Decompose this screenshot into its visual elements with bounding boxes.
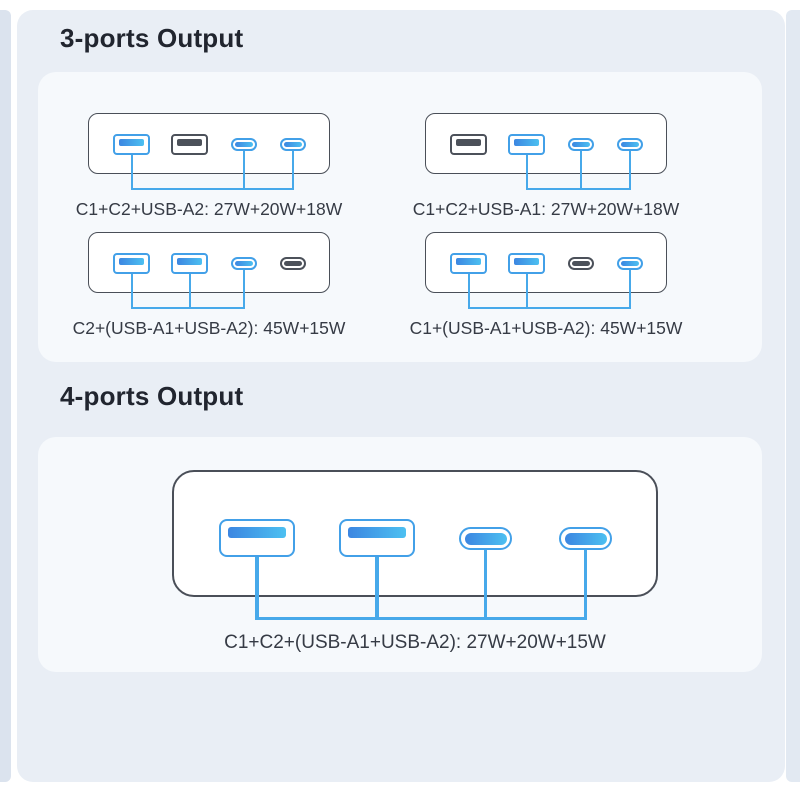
four-ports-card: C1+C2+(USB-A1+USB-A2): 27W+20W+15W: [38, 437, 762, 672]
usb-c-pin-bar: [235, 142, 253, 147]
connector-line-vertical: [255, 557, 259, 620]
charger-front-face: C1+C2+(USB-A1+USB-A2): 27W+20W+15W: [172, 470, 658, 653]
connector-line-vertical: [375, 557, 379, 620]
usb-c-port-1: [568, 257, 594, 270]
connector-line-horizontal: [130, 307, 245, 309]
usb-c-pin-bar: [621, 261, 639, 266]
usb-c-port-2: [617, 257, 643, 270]
usb-c-pin-bar: [284, 142, 302, 147]
connector-line-vertical: [483, 550, 488, 620]
usb-a-pin-bar: [177, 139, 202, 146]
usb-c-pin-bar: [572, 261, 590, 266]
usb-a-pin-bar: [119, 139, 144, 146]
charger-front-face: C1+C2+USB-A1: 27W+20W+18W: [413, 113, 679, 219]
section-title-3-ports: 3-ports Output: [60, 23, 244, 53]
usb-c-pin-bar: [464, 532, 507, 545]
usb-c-port-2: [280, 257, 306, 270]
connector-line-vertical: [130, 155, 133, 190]
usb-a-port-1: [113, 134, 150, 155]
usb-a-port-1: [113, 253, 150, 274]
usb-c-port-2: [559, 527, 612, 550]
charger-front-face: C2+(USB-A1+USB-A2): 45W+15W: [73, 232, 345, 338]
usb-c-pin-bar: [235, 261, 253, 266]
connector-line-vertical: [525, 155, 528, 190]
connector-line-vertical: [580, 151, 582, 190]
usb-c-pin-bar: [564, 532, 607, 545]
usb-a-port-2: [508, 134, 545, 155]
usb-a-pin-bar: [514, 258, 539, 265]
usb-a-port-1: [450, 253, 487, 274]
connector-line-vertical: [243, 270, 245, 309]
adjacent-slide-right-edge: [786, 10, 800, 782]
connector-line-horizontal: [467, 307, 631, 309]
usb-a-pin-bar: [456, 258, 481, 265]
output-combo-label: C1+C2+USB-A1: 27W+20W+18W: [412, 199, 680, 219]
connector-line-horizontal: [130, 188, 294, 190]
connector-line-vertical: [629, 151, 631, 190]
usb-c-port-2: [617, 138, 643, 151]
output-combo-label: C1+C2+USB-A2: 27W+20W+18W: [75, 199, 343, 219]
usb-c-port-1: [459, 527, 512, 550]
adjacent-slide-left-edge: [0, 10, 11, 782]
connector-line-vertical: [130, 274, 133, 309]
usb-a-pin-bar: [228, 527, 286, 538]
usb-a-port-2: [171, 134, 208, 155]
connector-line-vertical: [243, 151, 245, 190]
connector-line-vertical: [525, 274, 528, 309]
three-ports-card: C1+C2+USB-A2: 27W+20W+18W C1+C2+USB-A1: 2…: [38, 72, 762, 362]
usb-c-port-1: [568, 138, 594, 151]
usb-c-port-2: [280, 138, 306, 151]
usb-a-port-1: [450, 134, 487, 155]
connector-line-vertical: [467, 274, 470, 309]
connector-line-horizontal: [525, 188, 631, 190]
usb-a-pin-bar: [177, 258, 202, 265]
usb-c-port-1: [231, 138, 257, 151]
usb-a-port-2: [171, 253, 208, 274]
usb-a-pin-bar: [514, 139, 539, 146]
usb-a-pin-bar: [456, 139, 481, 146]
section-title-4-ports: 4-ports Output: [60, 381, 244, 411]
usb-a-port-2: [339, 519, 415, 557]
charger-front-face: C1+(USB-A1+USB-A2): 45W+15W: [410, 232, 682, 338]
usb-c-pin-bar: [572, 142, 590, 147]
usb-c-pin-bar: [284, 261, 302, 266]
usb-a-pin-bar: [119, 258, 144, 265]
output-combo-label: C1+C2+(USB-A1+USB-A2): 27W+20W+15W: [224, 632, 606, 653]
connector-line-vertical: [583, 550, 588, 620]
charger-front-face: C1+C2+USB-A2: 27W+20W+18W: [76, 113, 342, 219]
output-combo-label: C2+(USB-A1+USB-A2): 45W+15W: [72, 318, 346, 338]
usb-c-port-1: [231, 257, 257, 270]
usb-a-port-1: [219, 519, 295, 557]
connector-line-vertical: [292, 151, 294, 190]
output-combo-label: C1+(USB-A1+USB-A2): 45W+15W: [409, 318, 683, 338]
connector-line-vertical: [188, 274, 191, 309]
usb-a-pin-bar: [348, 527, 406, 538]
usb-c-pin-bar: [621, 142, 639, 147]
usb-a-port-2: [508, 253, 545, 274]
connector-line-vertical: [629, 270, 631, 309]
connector-line-horizontal: [255, 616, 588, 620]
